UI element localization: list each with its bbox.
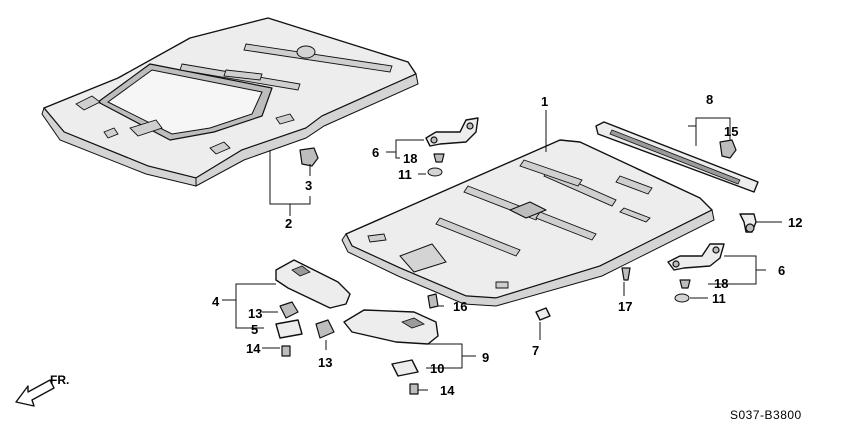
label-2: 2: [285, 216, 292, 231]
bracket-12: [739, 213, 757, 233]
label-14-left: 14: [246, 341, 261, 356]
washer-11-lower: [674, 293, 690, 303]
sunvisor-left: [275, 259, 351, 309]
leader-lines: [222, 110, 782, 391]
label-6-upper: 6: [372, 145, 379, 160]
label-12: 12: [788, 215, 802, 230]
screw-18-lower: [679, 279, 691, 289]
label-10: 10: [430, 361, 444, 376]
grab-handle-lower: [667, 243, 725, 271]
headlining-sunroof-panel: [41, 17, 419, 187]
label-9: 9: [482, 350, 489, 365]
label-3: 3: [305, 178, 312, 193]
sunvisor-right: [343, 309, 439, 345]
headlining-main-panel: [341, 139, 715, 307]
visor-holder-10: [391, 359, 419, 377]
roof-rail-trim: [595, 121, 759, 193]
front-direction-label: FR.: [50, 373, 69, 387]
label-5: 5: [251, 322, 258, 337]
grab-handle-upper: [425, 117, 479, 147]
screw-14-left: [281, 345, 291, 357]
diagram-code: S037-B3800: [730, 408, 802, 422]
label-7: 7: [532, 343, 539, 358]
visor-holder-5: [275, 319, 303, 339]
screw-14-right: [409, 383, 419, 395]
label-18-upper: 18: [403, 151, 417, 166]
label-6-lower: 6: [778, 263, 785, 278]
label-16: 16: [453, 299, 467, 314]
label-14-right: 14: [440, 383, 455, 398]
washer-11-upper: [427, 167, 443, 177]
front-direction-arrow: FR.: [15, 373, 69, 407]
label-13-left: 13: [248, 306, 262, 321]
clip-16: [427, 293, 439, 309]
clip-15: [719, 139, 737, 159]
label-8: 8: [706, 92, 713, 107]
screw-18-upper: [433, 153, 445, 163]
label-11-lower: 11: [712, 291, 726, 306]
label-1: 1: [541, 94, 548, 109]
clip-17: [621, 267, 631, 281]
label-4: 4: [212, 294, 220, 309]
label-11-upper: 11: [398, 167, 412, 182]
label-15: 15: [724, 124, 738, 139]
visor-holder-13-left: [279, 301, 299, 319]
label-13-right: 13: [318, 355, 332, 370]
clip-3: [299, 147, 319, 167]
clip-7: [535, 307, 551, 321]
label-17: 17: [618, 299, 632, 314]
label-18-lower: 18: [714, 276, 728, 291]
visor-holder-13-right: [315, 319, 335, 339]
